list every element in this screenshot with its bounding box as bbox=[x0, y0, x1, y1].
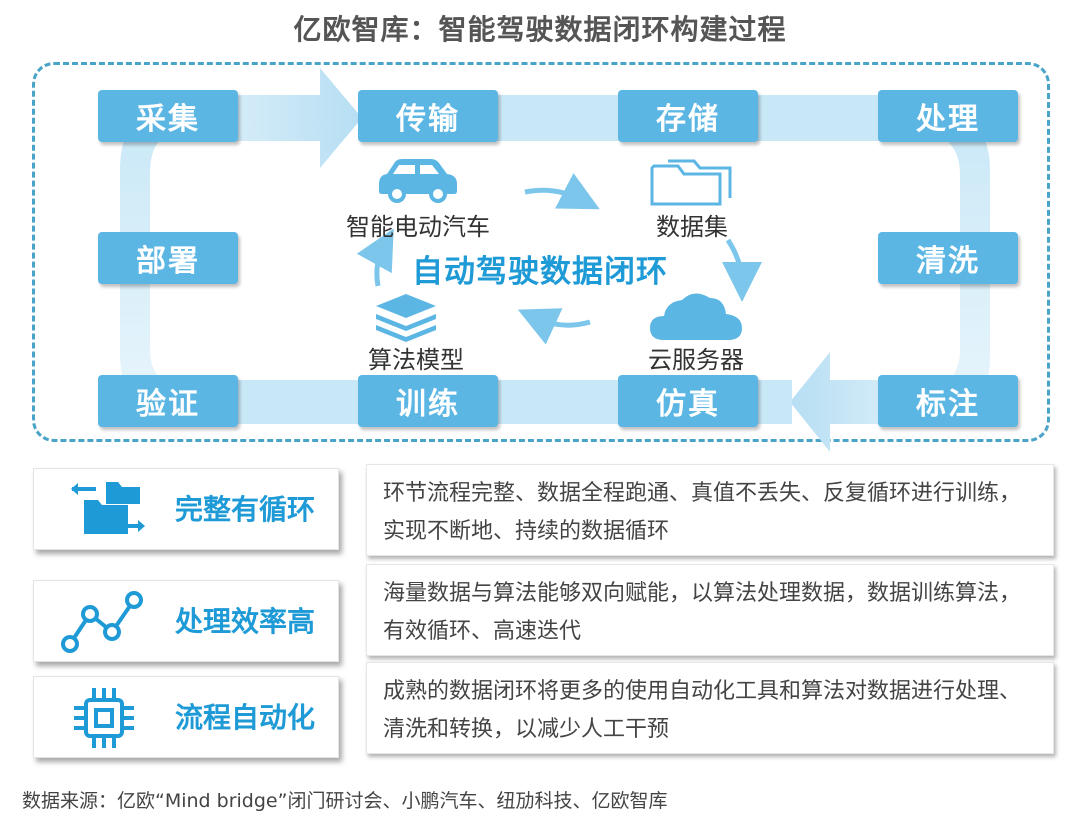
stage-validate: 验证 bbox=[98, 375, 238, 427]
feature-card-efficiency: 处理效率高 bbox=[33, 580, 339, 662]
layers-icon bbox=[376, 294, 436, 342]
feature-title-efficiency: 处理效率高 bbox=[175, 605, 316, 638]
cycle-arrow-cloud-to-model bbox=[517, 308, 591, 345]
left-flow-band bbox=[120, 115, 185, 405]
stage-annotate: 标注 bbox=[878, 375, 1018, 427]
feature-desc-complete-loop: 环节流程完整、数据全程跑通、真值不丢失、反复循环进行训练，实现不断地、持续的数据… bbox=[366, 464, 1054, 556]
page-title: 亿欧智库：智能驾驶数据闭环构建过程 bbox=[293, 13, 787, 46]
node-label-dataset: 数据集 bbox=[656, 213, 728, 241]
node-label-car: 智能电动汽车 bbox=[346, 213, 490, 241]
feature-desc-automation: 成熟的数据闭环将更多的使用自动化工具和算法对数据进行处理、清洗和转换，以减少人工… bbox=[366, 662, 1054, 754]
stage-process: 处理 bbox=[878, 90, 1018, 142]
node-label-cloud: 云服务器 bbox=[648, 346, 744, 374]
cloud-icon bbox=[650, 293, 742, 340]
chip-icon bbox=[74, 688, 134, 748]
feature-title-automation: 流程自动化 bbox=[175, 701, 316, 734]
folder-icon bbox=[650, 159, 732, 206]
stage-collect: 采集 bbox=[98, 90, 238, 142]
feature-title-complete-loop: 完整有循环 bbox=[175, 493, 316, 526]
stage-clean: 清洗 bbox=[878, 232, 1018, 284]
node-label-model: 算法模型 bbox=[368, 346, 464, 374]
source-note: 数据来源：亿欧“Mind bridge”闭门研讨会、小鹏汽车、纽劢科技、亿欧智库 bbox=[22, 790, 668, 812]
line-graph-icon bbox=[61, 591, 143, 653]
bottom-flow-band bbox=[790, 352, 948, 452]
loop-center-title: 自动驾驶数据闭环 bbox=[412, 254, 668, 290]
stage-simulate: 仿真 bbox=[618, 375, 758, 427]
top-flow-band bbox=[168, 68, 362, 168]
car-icon bbox=[379, 159, 457, 203]
cycle-arrow-model-to-car bbox=[356, 228, 394, 287]
cycle-arrow-car-to-dataset bbox=[524, 173, 600, 210]
stage-train: 训练 bbox=[358, 375, 498, 427]
cycle-arrow-dataset-to-cloud bbox=[721, 238, 762, 302]
feature-card-complete-loop: 完整有循环 bbox=[33, 468, 339, 550]
feature-card-automation: 流程自动化 bbox=[33, 676, 339, 758]
loop-frame bbox=[32, 62, 1050, 442]
right-flow-band bbox=[900, 110, 990, 410]
folder-exchange-icon bbox=[71, 482, 145, 534]
stage-transmit: 传输 bbox=[358, 90, 498, 142]
feature-desc-efficiency: 海量数据与算法能够双向赋能，以算法处理数据，数据训练算法，有效循环、高速迭代 bbox=[366, 564, 1054, 656]
stage-store: 存储 bbox=[618, 90, 758, 142]
stage-deploy: 部署 bbox=[98, 232, 238, 284]
